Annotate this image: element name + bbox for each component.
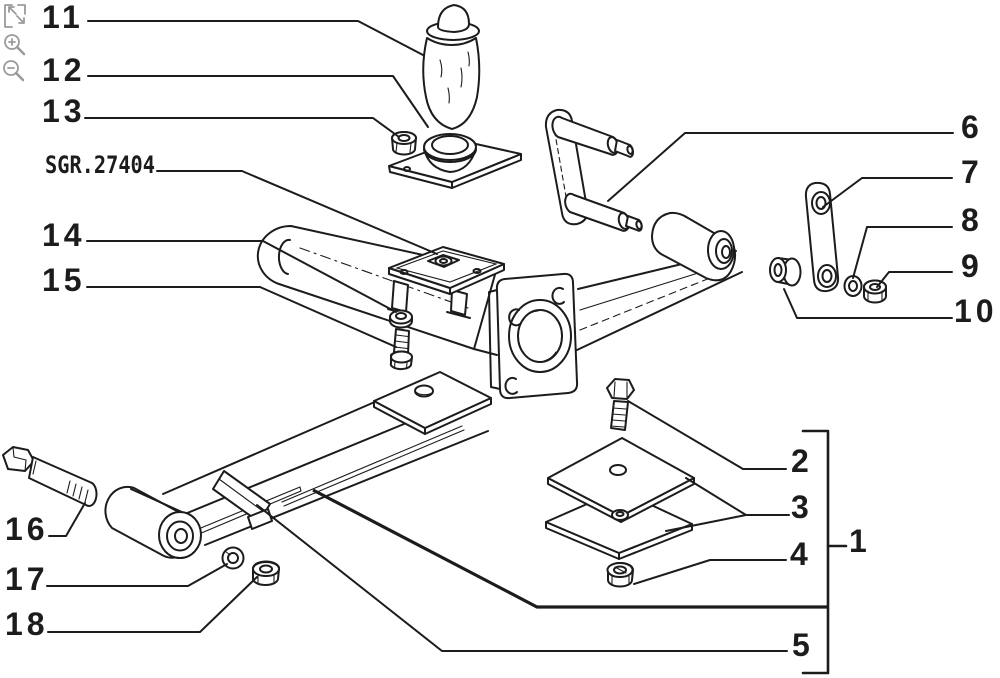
callout-4: 4 — [790, 536, 808, 572]
group-bracket — [801, 429, 848, 675]
bump-stop-cup-plate — [388, 133, 522, 189]
kit-bolt — [606, 378, 635, 431]
front-spring-eye — [104, 485, 202, 559]
shackle-lower-pin — [564, 192, 643, 232]
zoom-out-icon[interactable] — [3, 60, 25, 82]
callout-16: 16 — [5, 511, 49, 547]
reference-code: SGR.27404 — [45, 151, 155, 179]
callout-15: 15 — [42, 262, 86, 298]
callout-7: 7 — [961, 154, 979, 190]
shackle-upper-pin — [551, 115, 635, 158]
kit-nut — [606, 562, 634, 588]
callout-14: 14 — [42, 217, 86, 253]
spring-pad-plate — [373, 371, 492, 435]
callout-11: 11 — [42, 0, 84, 35]
centre-bolt — [389, 328, 413, 371]
callout-6: 6 — [961, 109, 979, 145]
zoom-in-icon[interactable] — [4, 34, 26, 56]
shackle-outer-plate — [804, 181, 840, 293]
spring-seat — [387, 246, 505, 319]
spring-clamp — [212, 470, 273, 530]
callout-13: 13 — [42, 93, 86, 129]
leader-lines — [46, 20, 954, 652]
fit-view-icon[interactable] — [4, 4, 26, 28]
viewer-toolbar — [3, 4, 26, 82]
callout-2: 2 — [791, 443, 809, 479]
callout-10: 10 — [954, 293, 998, 329]
callout-labels: 11 12 13 SGR.27404 14 15 16 17 18 6 7 8 … — [5, 0, 998, 663]
callout-8: 8 — [961, 202, 979, 238]
shackle-nut — [863, 279, 887, 304]
eye-nut — [251, 560, 280, 586]
callout-3: 3 — [791, 489, 809, 525]
callout-12: 12 — [42, 52, 86, 88]
callout-18: 18 — [5, 606, 49, 642]
callout-17: 17 — [5, 561, 49, 597]
callout-5: 5 — [792, 627, 810, 663]
bump-stop-nut — [391, 131, 417, 156]
kit-plates — [545, 437, 695, 560]
callout-9: 9 — [961, 248, 979, 284]
axle-tube — [256, 224, 498, 356]
shackle-bushing — [769, 257, 802, 287]
eye-bolt — [2, 446, 98, 507]
eye-washer — [221, 546, 245, 570]
shackle-inner-plate — [544, 108, 643, 232]
centre-bolt-washer — [389, 309, 413, 329]
rear-spring-eye — [651, 211, 737, 282]
axle-flange — [488, 272, 579, 400]
callout-1: 1 — [849, 523, 867, 559]
bump-stop — [422, 4, 481, 130]
